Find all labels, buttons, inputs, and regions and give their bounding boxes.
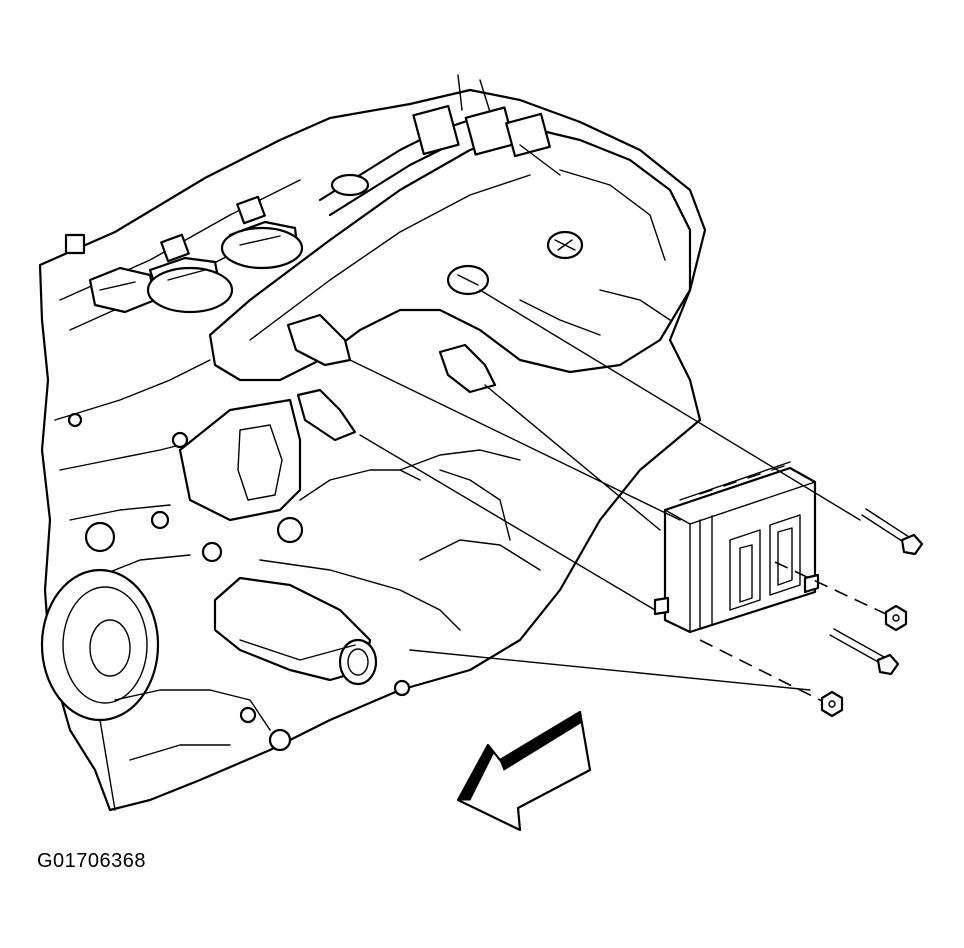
fasteners bbox=[820, 508, 924, 718]
thermostat-housing bbox=[213, 559, 461, 752]
fuel-injectors bbox=[286, 264, 497, 442]
guide-lines bbox=[349, 289, 889, 706]
intake-manifold bbox=[208, 126, 692, 382]
electronic-module bbox=[653, 461, 820, 634]
front-arrow-icon bbox=[456, 710, 592, 832]
bolt-lower bbox=[829, 628, 900, 676]
nut-lower bbox=[820, 690, 844, 718]
coil-packs bbox=[64, 195, 304, 314]
bolt-upper bbox=[861, 508, 924, 556]
nut-upper bbox=[884, 604, 908, 632]
wiring-harness bbox=[318, 74, 561, 217]
timing-cover bbox=[99, 469, 541, 811]
figure-id-label: G01706368 bbox=[37, 850, 147, 872]
crank-pulley bbox=[40, 521, 160, 722]
engine-bracket bbox=[67, 398, 304, 563]
